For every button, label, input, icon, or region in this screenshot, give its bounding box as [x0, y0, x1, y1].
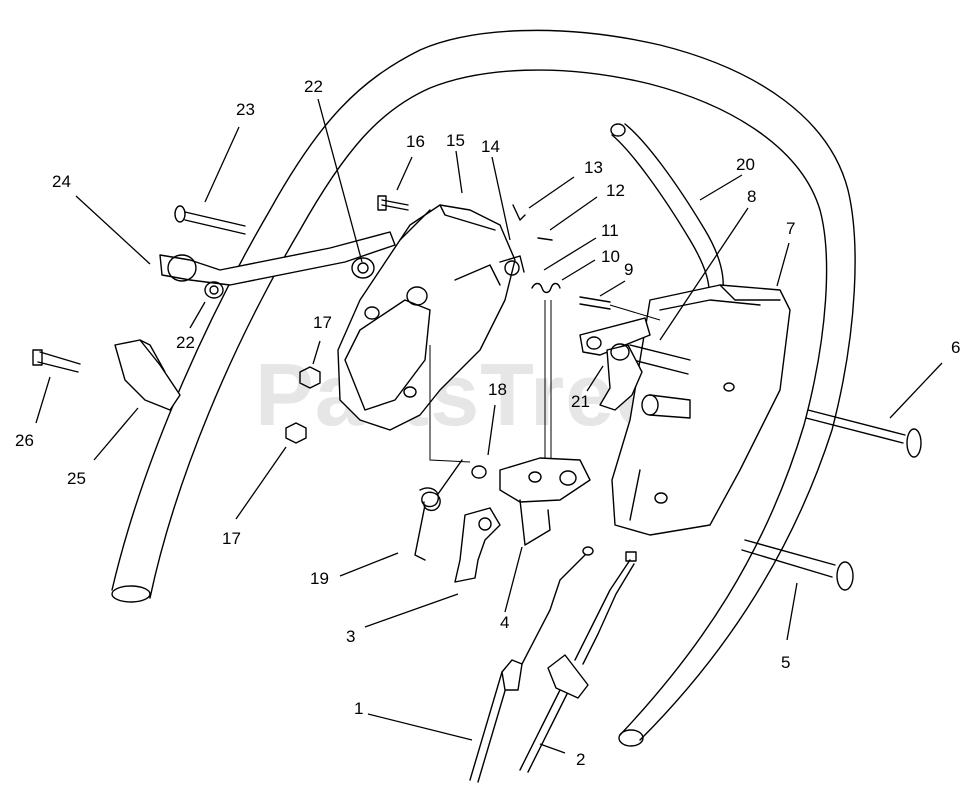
callout-16: 16 — [406, 132, 425, 151]
callout-24: 24 — [52, 172, 71, 191]
callout-18: 18 — [488, 380, 507, 399]
part-24-link — [159, 231, 396, 286]
part-12-pin — [537, 237, 553, 241]
part-6-bolt — [805, 409, 922, 458]
callout-15: 15 — [446, 131, 465, 150]
part-26-bolt — [32, 349, 81, 373]
callout-13: 13 — [584, 158, 603, 177]
callout-8: 8 — [747, 187, 756, 206]
part-4-bracket — [429, 300, 591, 546]
callout-12: 12 — [606, 181, 625, 200]
callout-23: 23 — [236, 100, 255, 119]
part-22-spacer-b — [204, 281, 224, 299]
part-23-bolt — [174, 205, 246, 235]
callout-4: 4 — [500, 613, 509, 632]
callout-6: 6 — [951, 338, 960, 357]
callout-25: 25 — [67, 469, 86, 488]
part-16-screw — [377, 195, 409, 211]
callout-20: 20 — [736, 155, 755, 174]
part-9-pin — [579, 296, 661, 321]
part-7-housing — [611, 284, 791, 536]
callout-1: 1 — [354, 699, 363, 718]
handle-tube — [111, 29, 856, 747]
callout-22-upper: 22 — [304, 77, 323, 96]
callout-10: 10 — [601, 247, 620, 266]
callout-21: 21 — [571, 392, 590, 411]
part-8-rod — [629, 344, 691, 419]
callout-14: 14 — [481, 137, 500, 156]
part-25-clamp — [114, 339, 181, 411]
callout-19: 19 — [310, 569, 329, 588]
part-19-spring — [414, 459, 463, 561]
part-3-lever — [454, 507, 501, 583]
part-18-washer — [471, 465, 487, 479]
callout-7: 7 — [786, 219, 795, 238]
part-17-nut-a — [299, 366, 321, 389]
callout-labels: 1 2 3 4 5 6 7 8 9 10 11 12 13 14 15 16 1… — [15, 77, 960, 769]
part-5-bolt — [741, 539, 854, 591]
callout-3: 3 — [346, 627, 355, 646]
callout-26: 26 — [15, 431, 34, 450]
part-21-plate — [579, 317, 651, 411]
part-1-cable — [469, 546, 594, 783]
callout-22-lower: 22 — [176, 333, 195, 352]
callout-2: 2 — [576, 750, 585, 769]
part-15-bracket — [337, 204, 525, 431]
callout-9: 9 — [624, 260, 633, 279]
callout-11: 11 — [601, 221, 619, 240]
leader-lines — [35, 98, 943, 754]
part-13-clip — [512, 204, 526, 221]
part-22-spacer-a — [351, 257, 375, 279]
part-2-cable — [519, 551, 637, 773]
callout-17-upper: 17 — [313, 313, 332, 332]
callout-5: 5 — [781, 653, 790, 672]
callout-17-lower: 17 — [222, 529, 241, 548]
part-20-cable-guide — [610, 123, 724, 301]
part-17-nut-b — [285, 422, 307, 444]
part-11-spring — [531, 282, 561, 294]
